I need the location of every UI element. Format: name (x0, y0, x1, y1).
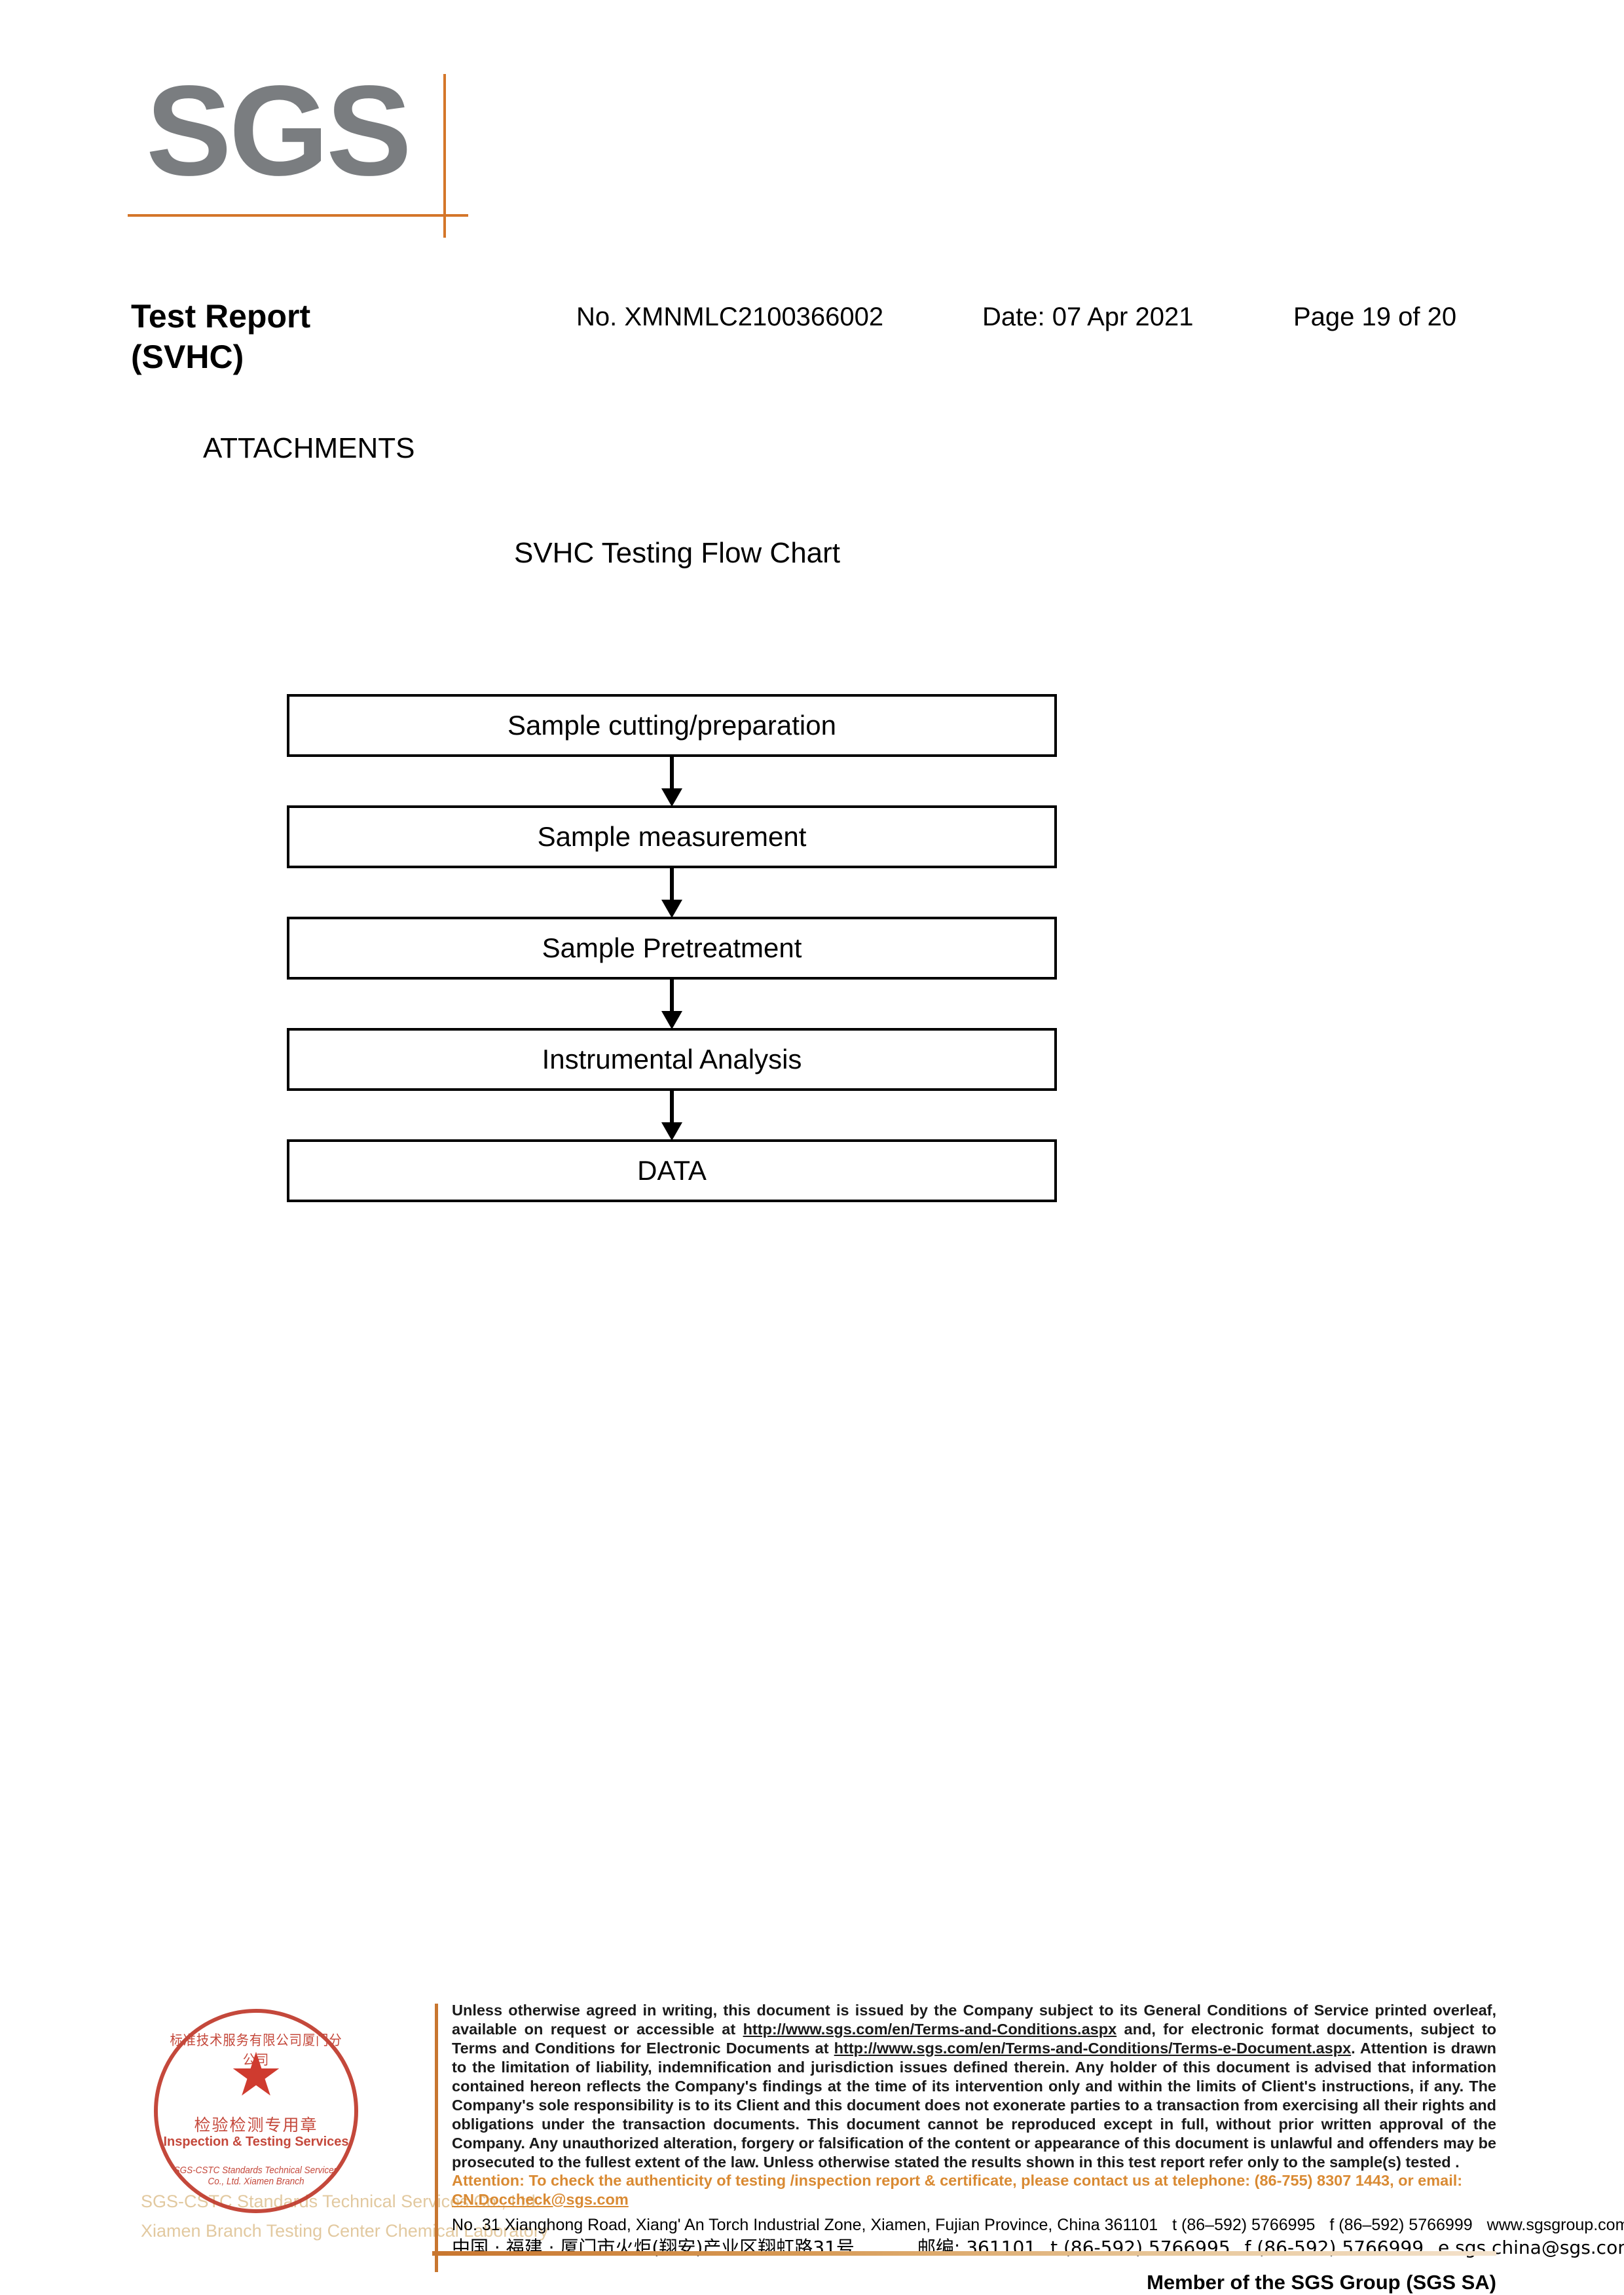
flow-chart-title: SVHC Testing Flow Chart (0, 537, 1624, 570)
flow-node-label: DATA (637, 1155, 707, 1186)
stamp-arc-bottom-text: SGS-CSTC Standards Technical Services Co… (174, 2165, 339, 2187)
sgs-logo: SGS (128, 59, 468, 238)
footer-disclaimer: Unless otherwise agreed in writing, this… (452, 2001, 1496, 2172)
page-title: Test Report (131, 298, 311, 335)
flow-arrow-4-to-5 (287, 1091, 1057, 1141)
disclaimer-text-1: Unless otherwise agreed in writing, this… (452, 2002, 1496, 2038)
flow-node-label: Sample Pretreatment (542, 932, 802, 963)
arrow-shaft (670, 1091, 674, 1128)
arrow-shaft (670, 757, 674, 794)
svhc-testing-flow-chart: Sample cutting/preparation Sample measur… (287, 694, 1057, 1202)
stamp-arc-top-text: 标准技术服务有限公司厦门分公司 (170, 2032, 342, 2068)
arrow-shaft (670, 980, 674, 1016)
terms-e-document-link[interactable]: http://www.sgs.com/en/Terms-and-Conditio… (834, 2040, 1352, 2057)
attention-text: Attention: To check the authenticity of … (452, 2172, 1463, 2189)
stamp-english-text: Inspection & Testing Services (163, 2135, 349, 2149)
arrow-head-icon (661, 788, 682, 807)
flow-node-label: Sample measurement (537, 821, 807, 852)
report-date: Date: 07 Apr 2021 (982, 303, 1194, 331)
flow-arrow-1-to-2 (287, 757, 1057, 807)
page-footer: SGS-CSTC Standards Technical Services Co… (0, 1977, 1624, 2295)
address-en-street: No. 31 Xianghong Road, Xiang' An Torch I… (452, 2216, 1158, 2234)
doccheck-email-link[interactable]: CN.Doccheck@sgs.com (452, 2191, 629, 2208)
report-header: Test Report (SVHC) No. XMNMLC2100366002 … (0, 288, 1624, 399)
attachments-heading: ATTACHMENTS (203, 432, 415, 464)
flow-node-instrumental-analysis: Instrumental Analysis (287, 1028, 1057, 1091)
flow-node-data: DATA (287, 1139, 1057, 1202)
arrow-shaft (670, 868, 674, 905)
star-icon: ★ (229, 2042, 284, 2108)
disclaimer-text-2: and, for electronic format documents, su… (452, 2021, 1496, 2057)
footer-horizontal-divider (432, 2251, 1496, 2256)
footer-attention-notice: Attention: To check the authenticity of … (452, 2171, 1496, 2209)
arrow-head-icon (661, 900, 682, 918)
footer-vertical-divider (435, 2004, 438, 2272)
terms-and-conditions-link[interactable]: http://www.sgs.com/en/Terms-and-Conditio… (743, 2021, 1117, 2038)
flow-arrow-3-to-4 (287, 980, 1057, 1029)
stamp-chinese-text: 检验检测专用章 (194, 2116, 318, 2135)
flow-node-label: Instrumental Analysis (542, 1044, 802, 1074)
arrow-head-icon (661, 1122, 682, 1141)
flow-chart-title-text: SVHC Testing Flow Chart (513, 537, 841, 569)
sgs-group-member-line: Member of the SGS Group (SGS SA) (1147, 2271, 1496, 2294)
flow-node-sample-pretreatment: Sample Pretreatment (287, 917, 1057, 980)
watermark-line-2: Xiamen Branch Testing Center Chemical La… (141, 2221, 549, 2241)
sgs-website-link[interactable]: www.sgsgroup.com.cn (1486, 2216, 1624, 2234)
page-subtitle: (SVHC) (131, 339, 244, 375)
report-number: No. XMNMLC2100366002 (576, 303, 884, 331)
flow-node-sample-cutting-preparation: Sample cutting/preparation (287, 694, 1057, 757)
inspection-testing-seal-stamp: 标准技术服务有限公司厦门分公司 ★ 检验检测专用章 Inspection & T… (154, 2009, 358, 2213)
page-number: Page 19 of 20 (1293, 303, 1457, 331)
arrow-head-icon (661, 1011, 682, 1029)
flow-arrow-2-to-3 (287, 868, 1057, 918)
disclaimer-text-3: . Attention is drawn to the limitation o… (452, 2040, 1496, 2171)
sgs-logo-text: SGS (146, 59, 412, 202)
flow-node-sample-measurement: Sample measurement (287, 805, 1057, 868)
address-en-fax: f (86–592) 5766999 (1329, 2216, 1473, 2234)
address-en-telephone: t (86–592) 5766995 (1172, 2216, 1316, 2234)
logo-vertical-rule (443, 74, 446, 238)
flow-node-label: Sample cutting/preparation (507, 710, 836, 741)
logo-horizontal-rule (128, 214, 468, 217)
footer-address-english: No. 31 Xianghong Road, Xiang' An Torch I… (452, 2215, 1624, 2235)
